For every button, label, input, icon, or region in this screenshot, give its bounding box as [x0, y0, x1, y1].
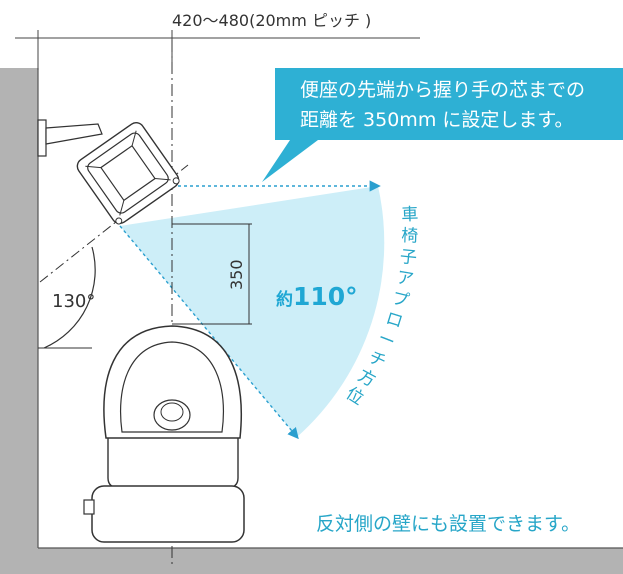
- dimension-350: 350: [172, 223, 252, 325]
- approach-label-char: 子: [399, 247, 418, 269]
- top-dimension: 420〜480(20mm ピッチ ): [15, 11, 420, 70]
- top-dimension-label: 420〜480(20mm ピッチ ): [172, 11, 371, 30]
- callout-line1: 便座の先端から握り手の芯までの: [300, 79, 585, 101]
- swing-angle-value: 110°: [293, 282, 358, 311]
- left-wall: [0, 68, 38, 574]
- wall: [0, 68, 623, 574]
- approach-label-char: プ: [390, 288, 411, 311]
- swing-angle: 約110°: [276, 282, 358, 311]
- callout-line2: 距離を 350mm に設定します。: [300, 109, 573, 131]
- approach-label-char: ア: [395, 268, 415, 291]
- toilet: [83, 325, 245, 543]
- approach-label-char: 車: [401, 205, 419, 226]
- handrail: [37, 119, 180, 225]
- approach-label-char: ー: [375, 328, 398, 353]
- approach-label-char: チ: [365, 347, 389, 372]
- bottom-note: 反対側の壁にも設置できます。: [316, 513, 580, 535]
- svg-text:約110°: 約110°: [276, 282, 358, 311]
- wall-angle-label: 130°: [52, 291, 95, 312]
- swing-sector: [119, 180, 385, 440]
- callout-bubble: 便座の先端から握り手の芯までの 距離を 350mm に設定します。: [262, 68, 623, 182]
- swing-angle-prefix: 約: [276, 289, 293, 310]
- approach-label-char: ロ: [383, 308, 405, 332]
- reference-line: [39, 164, 189, 283]
- wall-angle: 130°: [38, 246, 96, 349]
- dimension-350-label: 350: [227, 259, 246, 290]
- approach-label-char: 椅: [401, 226, 419, 247]
- floor-wall: [0, 548, 623, 574]
